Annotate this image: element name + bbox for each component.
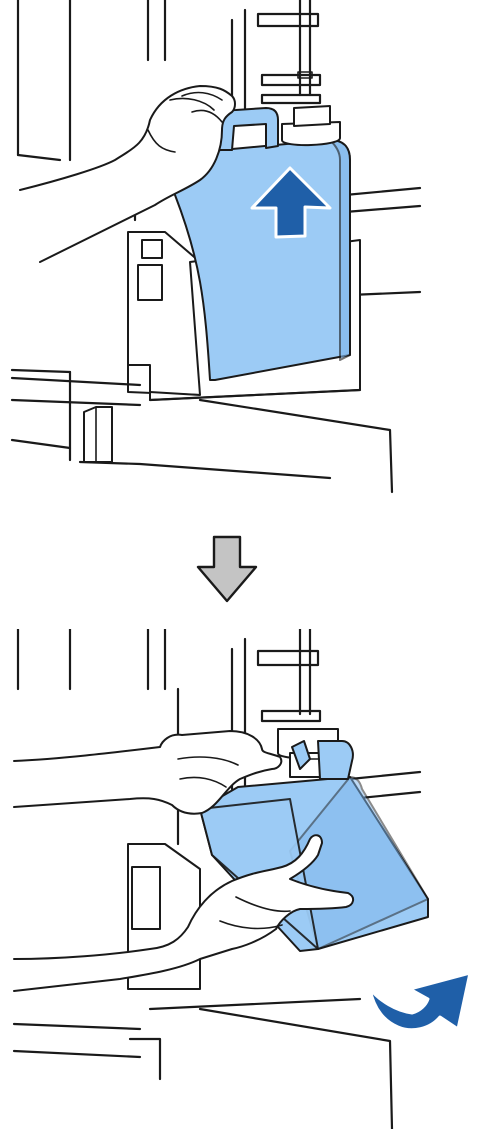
supply-rod-assembly	[258, 0, 320, 103]
panel-lift-tank	[0, 0, 481, 500]
transition-arrow	[0, 525, 481, 605]
rotate-arrow-icon	[370, 973, 470, 1030]
panel-pour-tank	[0, 629, 481, 1129]
down-arrow-icon	[198, 537, 256, 601]
